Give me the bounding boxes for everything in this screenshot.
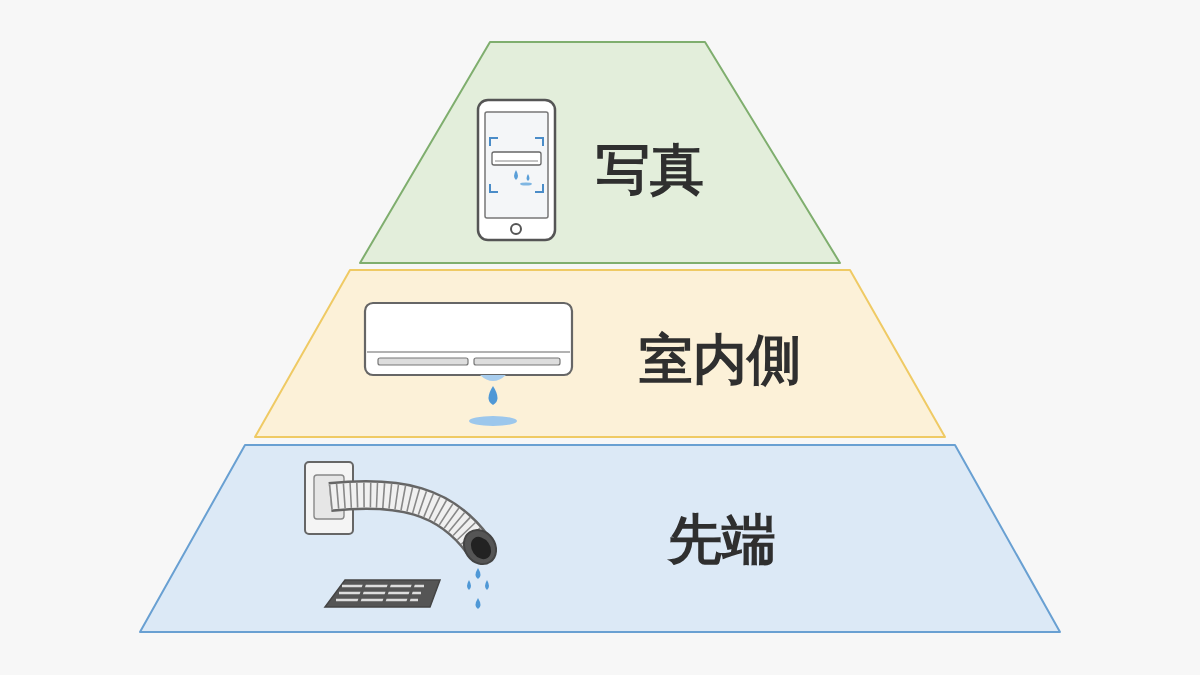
band-label-box: 室内側	[639, 330, 801, 389]
drain-hose-icon	[305, 462, 503, 609]
air-conditioner-icon	[365, 303, 572, 426]
band-label-box: 写真	[596, 140, 704, 199]
band-shape	[255, 270, 945, 437]
middle-band: 室内側	[255, 270, 945, 437]
bottom-band: 先端	[140, 445, 1060, 632]
top-band: 写真	[360, 42, 840, 263]
band-label: 先端	[668, 510, 776, 569]
band-label-box: 先端	[668, 510, 776, 569]
band-label: 室内側	[639, 330, 801, 389]
phone-icon	[478, 100, 555, 240]
band-shape	[140, 445, 1060, 632]
band-shape	[360, 42, 840, 263]
band-outline	[255, 270, 945, 437]
band-label: 写真	[596, 140, 704, 199]
band-outline	[140, 445, 1060, 632]
